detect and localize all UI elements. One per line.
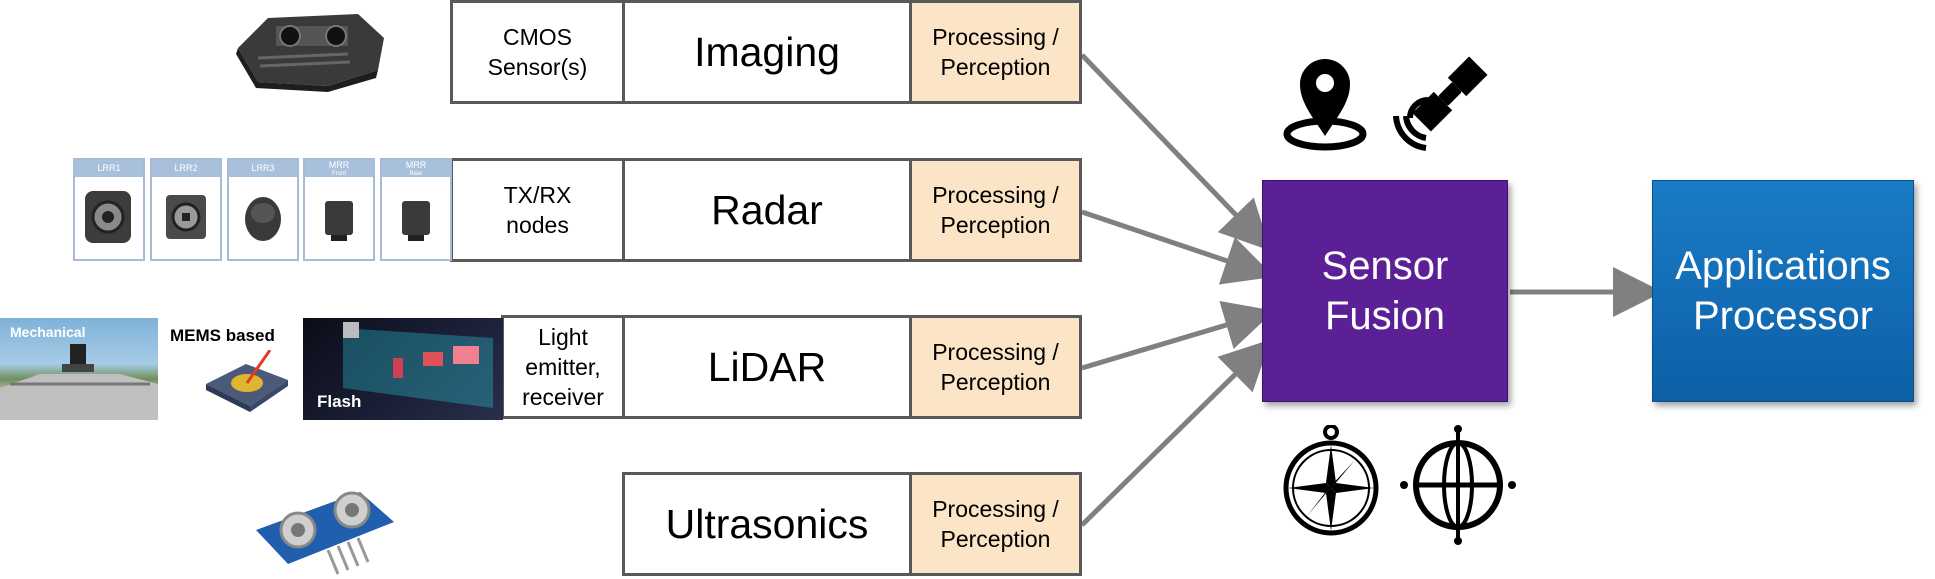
cmos-sensor-label: CMOS Sensor(s) <box>487 24 588 80</box>
radar-label: Radar <box>711 186 823 233</box>
ultrasonic-sensor-image <box>256 491 394 575</box>
radar-card-mrr-rear: MRR Rear <box>380 158 452 261</box>
imaging-label: Imaging <box>694 28 840 75</box>
radar-card-mrr-rear-label: MRR Rear <box>382 160 450 177</box>
radar-card-lrr2: LRR2 <box>150 158 222 261</box>
location-pin-icon <box>1283 59 1367 151</box>
arrow-lidar-to-fusion <box>1081 301 1275 371</box>
radar-sensor-lrr3-image <box>245 197 281 241</box>
ultrasonics-processing-label: Processing / Perception <box>932 496 1059 552</box>
satellite-icon <box>1393 56 1488 151</box>
radar-processing-label: Processing / Perception <box>932 182 1059 238</box>
lidar-processing-box: Processing / Perception <box>909 315 1082 419</box>
lidar-mechanical-photo: Mechanical <box>0 318 158 420</box>
radar-sensor-lrr1-image <box>85 191 131 243</box>
lidar-label: LiDAR <box>707 343 827 390</box>
flash-lidar-image <box>343 322 493 408</box>
sensor-fusion-box: Sensor Fusion <box>1262 180 1508 402</box>
lidar-mems-label: MEMS based <box>170 326 275 345</box>
ultrasonics-label: Ultrasonics <box>665 500 869 547</box>
radar-card-mrr-front: MRR Front <box>303 158 375 261</box>
radar-processing-box: Processing / Perception <box>909 158 1082 262</box>
radar-card-mrr-rear-sub: Rear <box>409 171 423 177</box>
camera-module-image <box>236 14 384 92</box>
radar-card-mrr-front-title: MRR <box>328 160 350 170</box>
mechanical-lidar-car-image <box>0 344 158 420</box>
arrow-radar-to-fusion <box>1081 209 1275 285</box>
txrx-nodes-box: TX/RX nodes <box>450 158 625 262</box>
imaging-box: Imaging <box>622 0 912 104</box>
arrow-ultrasonics-to-fusion <box>1080 339 1271 527</box>
compass-icon <box>1283 425 1379 536</box>
radar-sensor-mrr-rear-image <box>402 201 430 241</box>
txrx-nodes-label: TX/RX nodes <box>503 182 572 238</box>
lidar-box: LiDAR <box>622 315 912 419</box>
ultrasonics-processing-box: Processing / Perception <box>909 472 1082 576</box>
lidar-mechanical-label: Mechanical <box>10 324 86 340</box>
radar-card-lrr1: LRR1 <box>73 158 145 261</box>
lidar-processing-label: Processing / Perception <box>932 339 1059 395</box>
radar-card-mrr-rear-title: MRR <box>405 160 427 170</box>
radar-card-mrr-front-sub: Front <box>331 171 346 177</box>
radar-card-lrr3: LRR3 <box>227 158 299 261</box>
cmos-sensor-box: CMOS Sensor(s) <box>450 0 625 104</box>
light-emitter-box: Light emitter, receiver <box>501 315 625 419</box>
radar-sensor-mrr-front-image <box>325 201 353 241</box>
radar-sensor-lrr2-image <box>166 195 206 239</box>
imaging-processing-label: Processing / Perception <box>932 24 1059 80</box>
applications-processor-label: Applications Processor <box>1675 244 1891 338</box>
radar-card-lrr1-label: LRR1 <box>75 160 143 177</box>
radar-card-mrr-front-label: MRR Front <box>305 160 373 177</box>
light-emitter-label: Light emitter, receiver <box>522 324 604 410</box>
radar-card-lrr2-label: LRR2 <box>152 160 220 177</box>
sensor-fusion-label: Sensor Fusion <box>1321 244 1449 338</box>
radar-box: Radar <box>622 158 912 262</box>
radar-card-lrr3-label: LRR3 <box>229 160 297 177</box>
mems-mirror-image <box>206 350 288 412</box>
imaging-processing-box: Processing / Perception <box>909 0 1082 104</box>
lidar-flash-photo: Flash <box>303 318 503 420</box>
arrow-imaging-to-fusion <box>1080 53 1271 251</box>
lidar-flash-label: Flash <box>317 392 362 411</box>
applications-processor-box: Applications Processor <box>1652 180 1914 402</box>
ultrasonics-box: Ultrasonics <box>622 472 912 576</box>
gyroscope-icon <box>1400 425 1516 545</box>
